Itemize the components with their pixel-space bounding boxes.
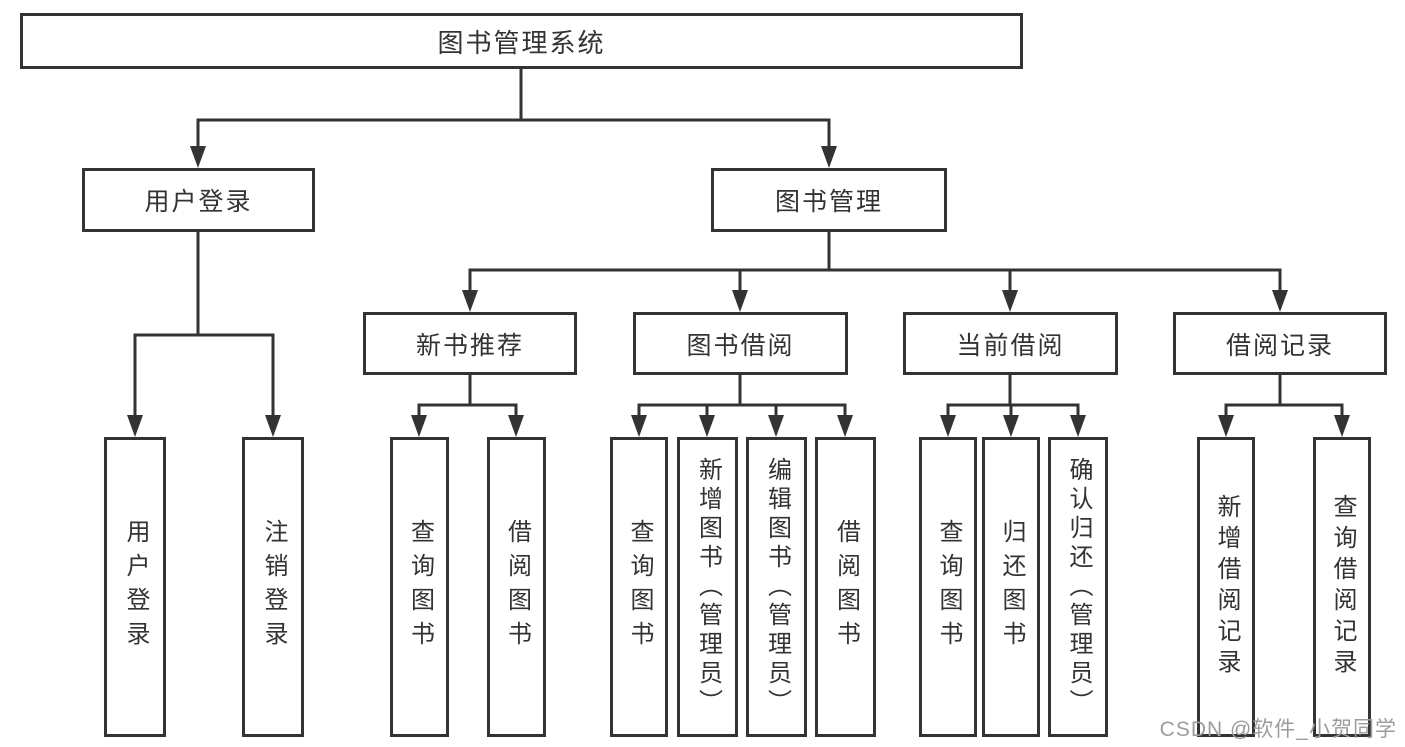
node-new-book-recommend: 新书推荐 (363, 312, 577, 375)
leaf-borrow-book-1-label: 借阅图书 (503, 519, 531, 655)
leaf-borrow-book-2-label: 借阅图书 (832, 519, 860, 655)
leaf-add-borrow-record: 新增借阅记录 (1197, 437, 1255, 737)
watermark: CSDN @软件_小贺同学 (1159, 718, 1397, 741)
node-root: 图书管理系统 (20, 13, 1023, 69)
leaf-user-login-label: 用户登录 (122, 519, 149, 655)
node-root-label: 图书管理系统 (437, 27, 606, 58)
leaf-edit-book-admin: 编辑图书（管理员） (746, 437, 807, 737)
leaf-query-book-1: 查询图书 (390, 437, 449, 737)
node-book-management-label: 图书管理 (774, 188, 883, 216)
leaf-return-book-label: 归还图书 (998, 519, 1025, 655)
leaf-borrow-book-2: 借阅图书 (815, 437, 876, 737)
leaf-confirm-return-admin-label: 确认归还（管理员） (1065, 456, 1092, 718)
leaf-add-borrow-record-label: 新增借阅记录 (1213, 494, 1240, 680)
leaf-logout-label: 注销登录 (260, 519, 287, 655)
node-new-book-recommend-label: 新书推荐 (415, 331, 524, 360)
node-borrow-record: 借阅记录 (1173, 312, 1387, 375)
leaf-query-book-3-label: 查询图书 (935, 519, 962, 655)
node-user-login: 用户登录 (82, 168, 315, 232)
leaf-query-borrow-record: 查询借阅记录 (1313, 437, 1371, 737)
leaf-query-book-3: 查询图书 (919, 437, 977, 737)
leaf-query-borrow-record-label: 查询借阅记录 (1329, 494, 1356, 680)
leaf-query-book-1-label: 查询图书 (406, 519, 434, 655)
leaf-confirm-return-admin: 确认归还（管理员） (1048, 437, 1108, 737)
node-current-borrow: 当前借阅 (903, 312, 1118, 375)
leaf-query-book-2: 查询图书 (610, 437, 668, 737)
node-book-borrow-label: 图书借阅 (686, 331, 795, 360)
node-book-management: 图书管理 (711, 168, 947, 232)
leaf-borrow-book-1: 借阅图书 (487, 437, 546, 737)
leaf-query-book-2-label: 查询图书 (626, 519, 653, 655)
leaf-add-book-admin-label: 新增图书（管理员） (694, 456, 722, 718)
leaf-add-book-admin: 新增图书（管理员） (677, 437, 738, 737)
leaf-logout: 注销登录 (242, 437, 304, 737)
node-borrow-record-label: 借阅记录 (1225, 331, 1334, 360)
leaf-user-login: 用户登录 (104, 437, 166, 737)
leaf-edit-book-admin-label: 编辑图书（管理员） (763, 456, 791, 718)
node-current-borrow-label: 当前借阅 (956, 331, 1065, 360)
node-user-login-label: 用户登录 (144, 188, 253, 216)
leaf-return-book: 归还图书 (982, 437, 1040, 737)
node-book-borrow: 图书借阅 (633, 312, 848, 375)
